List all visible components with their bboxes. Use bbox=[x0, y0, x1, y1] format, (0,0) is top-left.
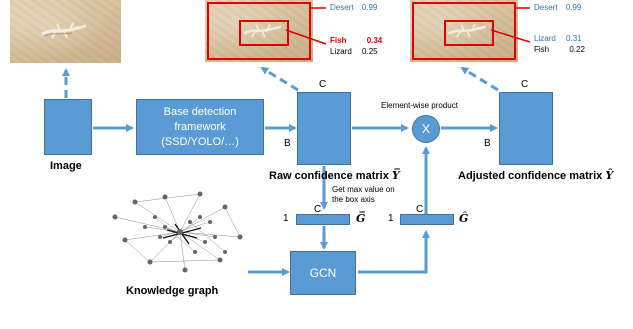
base-detection-line1: Base detection bbox=[163, 106, 237, 118]
base-detection-line3: (SSD/YOLO/…) bbox=[161, 136, 239, 148]
score-leader-lines bbox=[285, 7, 531, 45]
base-detection-block: Base detection framework (SSD/YOLO/…) bbox=[136, 99, 264, 155]
raw-matrix-symbol: Y̅ bbox=[391, 169, 400, 182]
class-name: Lizard bbox=[330, 47, 352, 56]
ghat-symbol: Ĝ bbox=[459, 212, 469, 225]
adjusted-matrix-symbol: Ŷ bbox=[605, 169, 614, 182]
raw-score-lizard: Lizard 0.25 bbox=[330, 47, 378, 56]
image-block bbox=[44, 99, 92, 155]
image-label: Image bbox=[50, 160, 82, 172]
class-score: 0.25 bbox=[362, 47, 378, 56]
product-circle: X bbox=[412, 115, 440, 143]
gbar-dim-1: 1 bbox=[283, 213, 289, 224]
desert-bounding-box bbox=[207, 2, 311, 60]
raw-confidence-matrix-block bbox=[297, 92, 351, 165]
raw-matrix-text: Raw confidence matrix bbox=[269, 170, 392, 182]
class-score: 0.31 bbox=[566, 34, 582, 43]
arrow-gcn-to-ghat bbox=[358, 230, 430, 274]
class-name: Desert bbox=[534, 3, 558, 12]
class-name: Desert bbox=[330, 3, 354, 12]
input-image-photo bbox=[10, 0, 121, 63]
ghat-dim-c: C bbox=[416, 204, 424, 215]
class-name: Fish bbox=[534, 45, 550, 54]
class-name: Fish bbox=[330, 36, 347, 45]
class-name: Lizard bbox=[534, 34, 556, 43]
lizard-figure bbox=[447, 23, 487, 38]
knowledge-graph-network bbox=[112, 191, 243, 273]
dashed-arrow-adjusted bbox=[460, 66, 499, 92]
dashed-arrow-raw bbox=[260, 66, 299, 92]
ghat-vector bbox=[400, 214, 454, 225]
adjusted-matrix-label: Adjusted confidence matrix Ŷ bbox=[458, 169, 613, 182]
raw-dim-c: C bbox=[319, 79, 327, 90]
adjusted-score-desert: Desert 0.99 bbox=[534, 3, 581, 12]
adjusted-dim-c: C bbox=[521, 79, 529, 90]
knowledge-graph-label: Knowledge graph bbox=[126, 285, 219, 297]
raw-dim-b: B bbox=[284, 138, 291, 149]
raw-matrix-label: Raw confidence matrix Y̅ bbox=[269, 169, 400, 182]
gcn-label: GCN bbox=[309, 266, 337, 280]
base-detection-line2: framework bbox=[174, 121, 226, 133]
raw-detection-photo bbox=[205, 0, 313, 62]
class-score: 0.99 bbox=[361, 3, 378, 12]
lizard-figure bbox=[41, 22, 87, 39]
gbar-dim-c: C bbox=[314, 204, 322, 215]
lizard-bounding-box bbox=[239, 20, 289, 46]
adjusted-detection-photo bbox=[410, 0, 518, 62]
gbar-vector bbox=[296, 214, 350, 225]
adjusted-confidence-matrix-block bbox=[499, 92, 553, 165]
product-symbol: X bbox=[421, 122, 430, 136]
lizard-figure bbox=[242, 23, 282, 38]
gcn-block: GCN bbox=[290, 251, 356, 295]
ghat-dim-1: 1 bbox=[388, 213, 394, 224]
adjusted-matrix-text: Adjusted confidence matrix bbox=[458, 170, 606, 182]
class-score: 0.34 bbox=[366, 36, 383, 45]
gbar-symbol: G̅ bbox=[356, 212, 366, 225]
desert-bounding-box bbox=[412, 2, 516, 60]
max-note: Get max value on the box axis bbox=[332, 185, 395, 205]
raw-score-fish: Fish 0.34 bbox=[330, 36, 382, 45]
max-note-line2: the box axis bbox=[332, 195, 375, 204]
class-score: 0.22 bbox=[569, 45, 585, 54]
class-score: 0.99 bbox=[565, 3, 582, 12]
adjusted-score-lizard: Lizard 0.31 bbox=[534, 34, 582, 43]
raw-score-desert: Desert 0.99 bbox=[330, 3, 377, 12]
lizard-bounding-box bbox=[444, 20, 494, 46]
product-label: Element-wise product bbox=[381, 101, 458, 110]
adjusted-dim-b: B bbox=[484, 138, 491, 149]
max-note-line1: Get max value on bbox=[332, 185, 395, 194]
adjusted-score-fish: Fish 0.22 bbox=[534, 45, 585, 54]
